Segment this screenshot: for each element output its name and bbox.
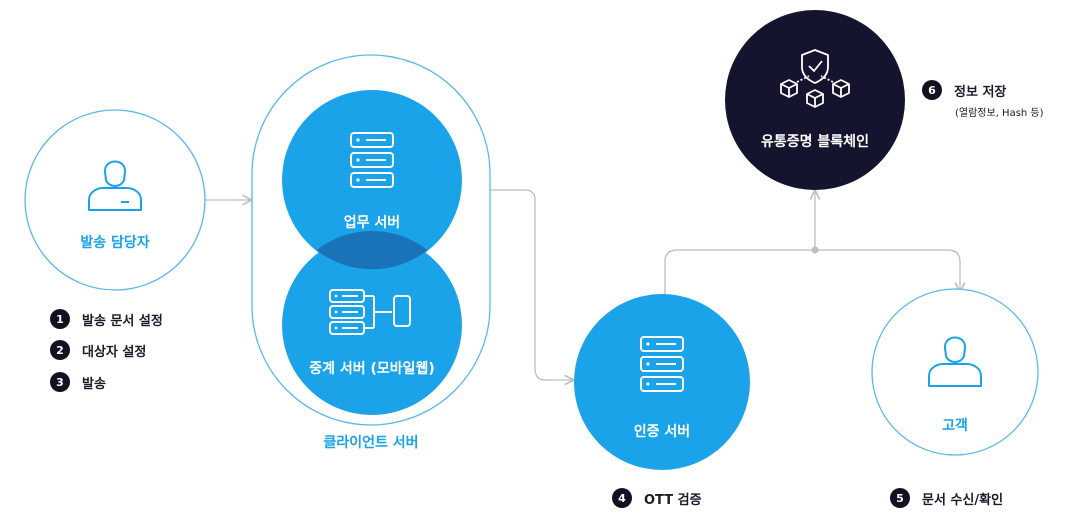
person-icon [88, 160, 142, 211]
server-icon [350, 132, 394, 188]
step-number-badge: 6 [922, 80, 942, 100]
sender-label: 발송 담당자 [80, 235, 150, 251]
blockchain-shield-icon [780, 49, 850, 108]
step-label: 문서 수신/확인 [922, 492, 1004, 508]
step-label: 정보 저장 [954, 84, 1007, 100]
auth-server-label: 인증 서버 [633, 424, 691, 440]
step-number-badge: 4 [612, 488, 632, 508]
store-step-note: (열람정보, Hash 등) [955, 108, 1044, 119]
step-number-badge: 1 [50, 309, 70, 329]
sender-node [24, 109, 206, 291]
connector-auth-up [664, 249, 960, 302]
step-label: OTT 검증 [644, 492, 702, 508]
step-label: 발송 문서 설정 [82, 313, 163, 329]
client-server-label: 클라이언트 서버 [323, 435, 419, 451]
relay-server-label: 중계 서버 (모바일웹) [309, 361, 435, 377]
step-1: 1 발송 문서 설정 [50, 309, 163, 329]
step-6: 6 정보 저장 [922, 80, 1006, 100]
step-number-badge: 5 [890, 488, 910, 508]
circle-overlap [316, 230, 428, 270]
customer-label: 고객 [942, 418, 968, 434]
server-icon [640, 336, 684, 392]
step-3: 3 발송 [50, 372, 106, 392]
step-2: 2 대상자 설정 [50, 340, 146, 360]
arrow-client-to-auth [490, 189, 574, 380]
junction-dot [811, 246, 819, 254]
step-number-badge: 3 [50, 372, 70, 392]
step-number-badge: 2 [50, 340, 70, 360]
step-label: 발송 [82, 376, 106, 392]
person-icon [928, 336, 982, 387]
server-mobile-icon [329, 289, 411, 335]
relay-server-node [282, 235, 462, 415]
step-label: 대상자 설정 [82, 344, 147, 360]
blockchain-label: 유통증명 블록체인 [761, 134, 869, 150]
auth-server-node [574, 294, 750, 470]
step-4: 4 OTT 검증 [612, 488, 702, 508]
customer-node [871, 288, 1039, 456]
step-5: 5 문서 수신/확인 [890, 488, 1003, 508]
work-server-label: 업무 서버 [343, 215, 401, 231]
